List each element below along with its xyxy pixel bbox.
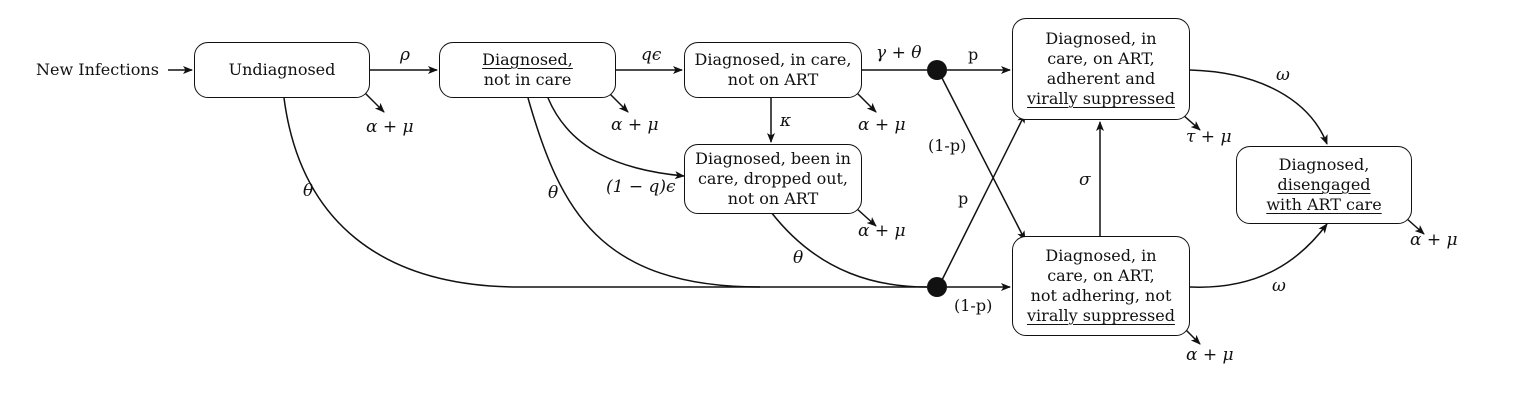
arrow-omega-upper xyxy=(1189,69,1328,145)
exit-arrow-not-in-care xyxy=(607,91,629,113)
exit-label-in-care: α + μ xyxy=(858,115,906,135)
exit-arrow-dropped-out xyxy=(855,207,877,227)
arrow-one-minus-p-upper xyxy=(941,77,1026,241)
label-p-upper: p xyxy=(968,45,979,64)
label-theta-dropped-out: θ xyxy=(793,248,804,268)
node-text: Diagnosed, been in xyxy=(695,149,851,168)
node-text: Undiagnosed xyxy=(228,60,336,79)
label-omega-upper: ω xyxy=(1276,65,1290,85)
label-p-lower: p xyxy=(958,189,969,208)
node-text: care, dropped out, xyxy=(697,169,849,188)
node-text: Diagnosed, xyxy=(482,50,573,69)
node-text: Diagnosed, in xyxy=(1045,246,1157,265)
node-text: virally suppressed xyxy=(1027,89,1175,108)
node-not-in-care: Diagnosed, not in care xyxy=(439,42,616,98)
node-text: not on ART xyxy=(727,70,819,89)
label-q-epsilon: qϵ xyxy=(641,45,662,65)
label-omega-lower: ω xyxy=(1272,276,1286,296)
arrow-theta-not-in-care xyxy=(527,97,761,288)
arrow-theta-undiagnosed xyxy=(283,97,927,288)
node-suppressed: Diagnosed, in care, on ART, adherent and… xyxy=(1012,18,1190,120)
exit-label-not-adhering: α + μ xyxy=(1186,345,1234,365)
exit-label-dropped-out: α + μ xyxy=(858,221,906,241)
exit-label-disengaged: α + μ xyxy=(1410,230,1458,250)
node-text: not in care xyxy=(483,70,572,89)
node-text: Diagnosed, in xyxy=(1045,29,1157,48)
node-text: not on ART xyxy=(727,189,819,208)
label-theta-not-in-care: θ xyxy=(548,183,559,203)
exit-arrow-undiagnosed xyxy=(363,91,385,113)
node-text: disengaged xyxy=(1277,175,1371,194)
node-text: adherent and xyxy=(1046,69,1156,88)
node-text: with ART care xyxy=(1266,195,1382,214)
node-not-adhering: Diagnosed, in care, on ART, not adhering… xyxy=(1012,236,1190,336)
node-text: not adhering, not xyxy=(1030,286,1172,305)
branch-node-lower xyxy=(927,277,947,297)
node-in-care: Diagnosed, in care, not on ART xyxy=(684,42,862,98)
exit-label-not-in-care: α + μ xyxy=(611,115,659,135)
exit-arrow-disengaged xyxy=(1405,217,1425,235)
node-text: care, on ART, xyxy=(1047,266,1155,285)
exit-arrow-in-care xyxy=(855,91,877,113)
new-infections-label: New Infections xyxy=(36,60,159,79)
label-gamma-theta: γ + θ xyxy=(876,43,922,63)
arrow-p-lower xyxy=(941,113,1026,281)
node-text: virally suppressed xyxy=(1027,306,1175,325)
branch-node-upper xyxy=(927,60,947,80)
node-text: Diagnosed, in care, xyxy=(694,50,852,69)
node-dropped-out: Diagnosed, been in care, dropped out, no… xyxy=(684,144,862,214)
label-kappa: κ xyxy=(780,111,792,131)
label-sigma: σ xyxy=(1079,170,1091,190)
node-text: care, on ART, xyxy=(1047,49,1155,68)
arrow-theta-dropped-out xyxy=(770,211,928,288)
node-text: Diagnosed, xyxy=(1278,155,1370,174)
node-disengaged: Diagnosed, disengaged with ART care xyxy=(1236,146,1412,224)
exit-label-suppressed: τ + μ xyxy=(1186,127,1232,147)
label-rho: ρ xyxy=(400,45,410,65)
label-theta-undiagnosed: θ xyxy=(303,181,314,201)
label-one-minus-q-epsilon: (1 − q)ϵ xyxy=(606,177,676,197)
node-undiagnosed: Undiagnosed xyxy=(194,42,370,98)
arrow-omega-lower xyxy=(1189,223,1328,288)
arrow-one-minus-q-epsilon xyxy=(547,97,685,180)
label-one-minus-p-lower: (1-p) xyxy=(954,296,993,315)
label-one-minus-p-upper: (1-p) xyxy=(928,136,967,155)
exit-label-undiagnosed: α + μ xyxy=(366,117,414,137)
